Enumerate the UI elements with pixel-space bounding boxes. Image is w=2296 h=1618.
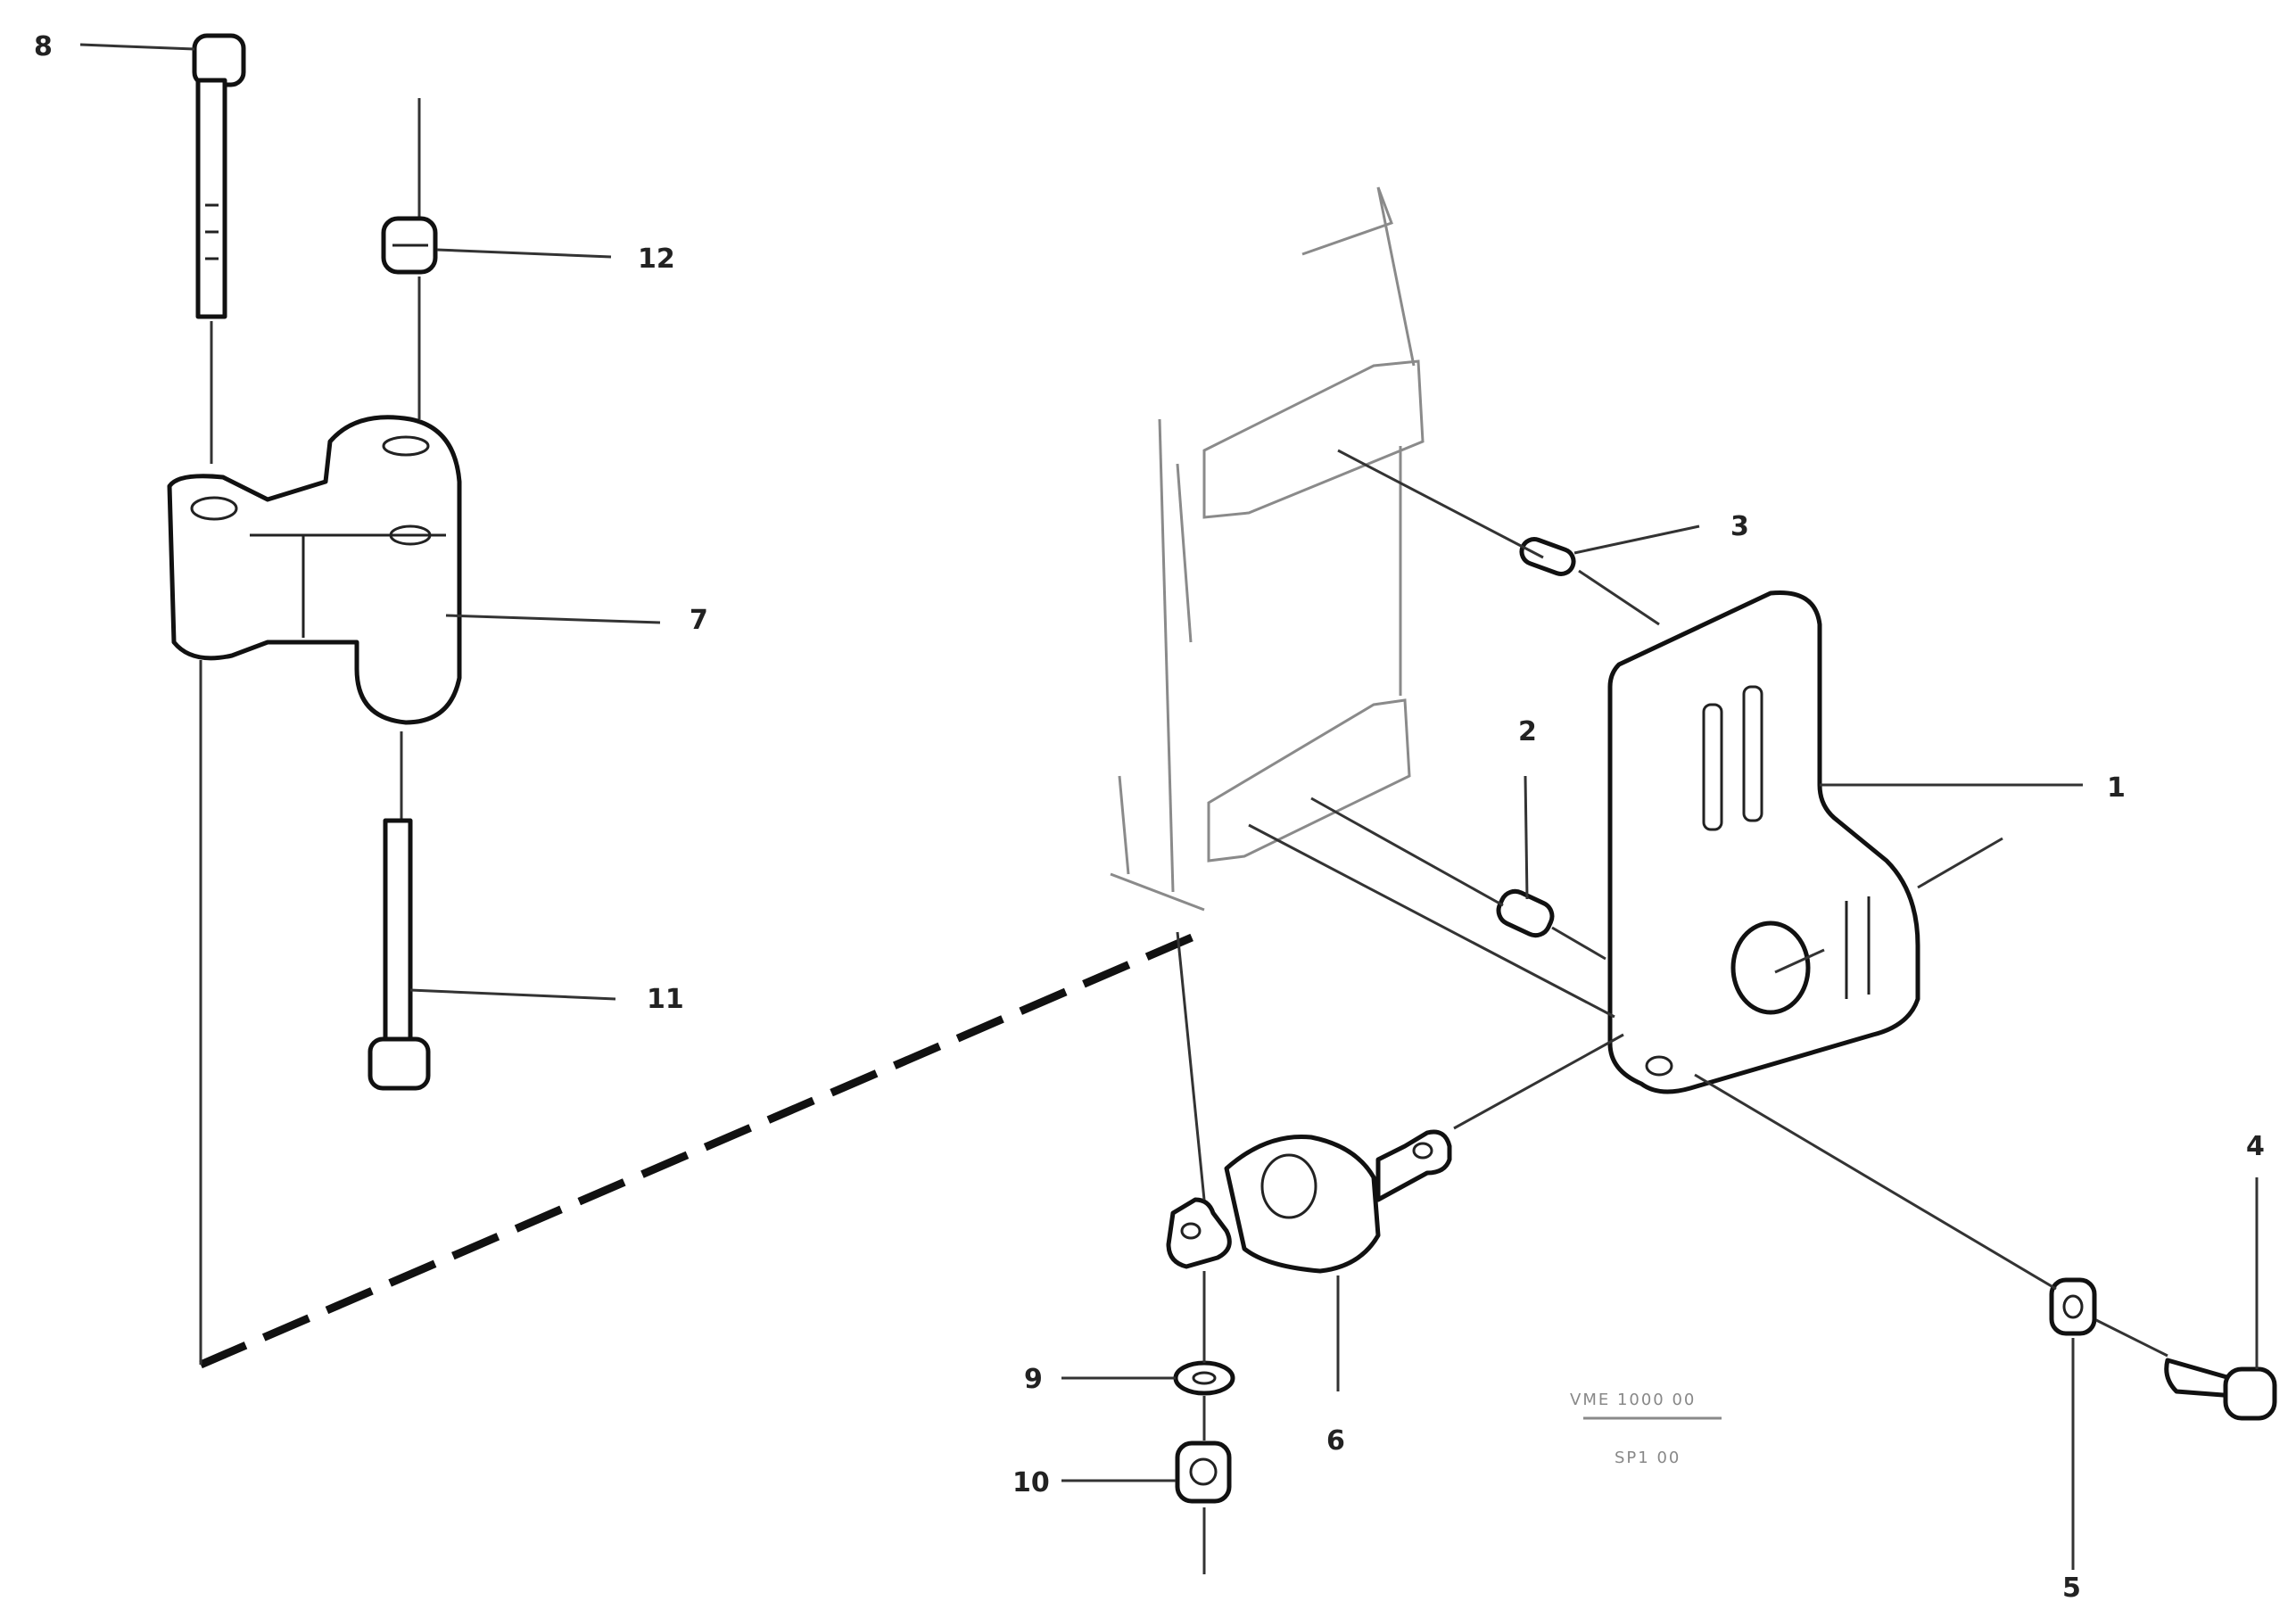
callout-leaders bbox=[79, 43, 2083, 1482]
dashed-connection-line bbox=[199, 928, 1206, 1369]
callout-8-top: 8 bbox=[34, 31, 53, 62]
callout-12: 12 bbox=[638, 244, 675, 275]
bolt-11 bbox=[368, 731, 431, 1091]
callout-3-top: 3 bbox=[1730, 511, 1749, 542]
callout-11: 11 bbox=[647, 984, 684, 1015]
callout-1: 1 bbox=[2107, 772, 2126, 804]
drawing-code-line1: VME 1000 00 bbox=[1570, 1391, 1696, 1409]
drawing-code-line2: SP1 00 bbox=[1615, 1449, 1681, 1467]
clamp-block-7 bbox=[167, 415, 462, 725]
pin-3-top bbox=[1519, 537, 1576, 576]
nut-10 bbox=[1175, 1271, 1232, 1574]
callout-10: 10 bbox=[1012, 1467, 1050, 1498]
washer-5 bbox=[2049, 1277, 2097, 1336]
rubber-mount-6 bbox=[1166, 1129, 1452, 1391]
callout-6: 6 bbox=[1326, 1425, 1345, 1457]
bolt-4 bbox=[2164, 1358, 2277, 1421]
bolt-8-top bbox=[192, 33, 246, 464]
pin-2 bbox=[1496, 888, 1555, 938]
drawing-code: VME 1000 00 SP1 00 bbox=[1570, 1391, 1722, 1467]
callout-7: 7 bbox=[690, 605, 708, 636]
mounting-plate-1 bbox=[1607, 590, 1920, 1094]
callout-9: 9 bbox=[1024, 1364, 1043, 1395]
callout-5: 5 bbox=[2062, 1573, 2081, 1604]
callout-2: 2 bbox=[1518, 716, 1537, 747]
callout-4: 4 bbox=[2246, 1131, 2265, 1162]
washer-9 bbox=[1173, 1360, 1235, 1396]
callout-labels: 8 12 7 11 3 2 1 6 9 10 4 5 bbox=[34, 31, 2265, 1604]
frame-bracket bbox=[1110, 186, 1425, 912]
nut-12 bbox=[381, 98, 438, 419]
assembly-leader-lines bbox=[1176, 449, 2259, 1570]
